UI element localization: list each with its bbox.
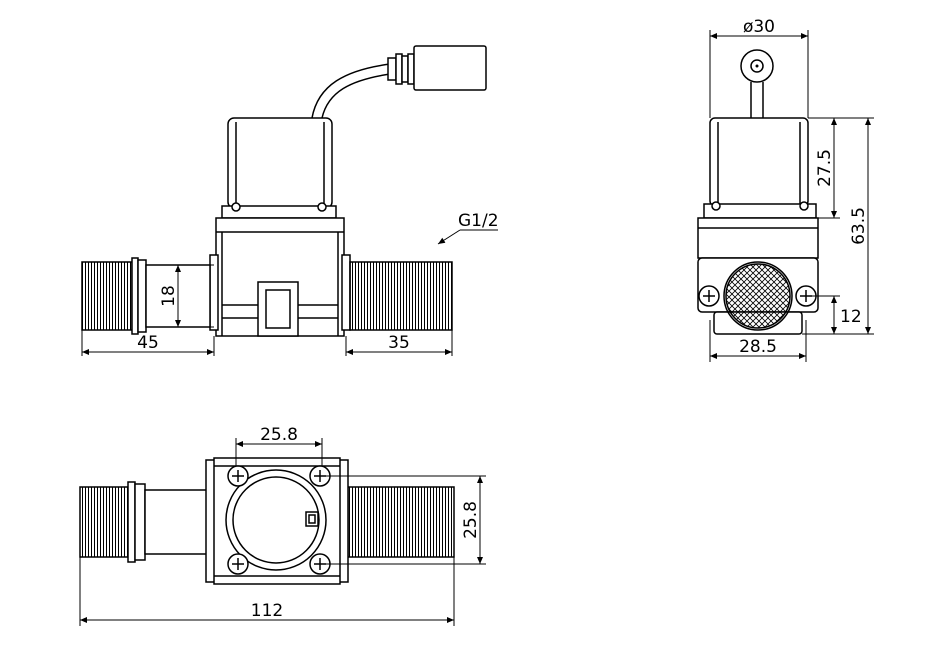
- dim-28-5-label: 28.5: [739, 337, 777, 357]
- dim-25-8-top: 25.8: [235, 425, 323, 466]
- dim-35: 35: [345, 330, 453, 356]
- top-view: 25.8 25.8 112: [79, 425, 486, 626]
- dim-28-5: 28.5: [709, 320, 807, 362]
- front-view: G1/2 18 45 35: [81, 45, 499, 356]
- side-screw-left: [698, 285, 720, 307]
- dim-dia30: ø30: [709, 17, 809, 118]
- dim-35-label: 35: [388, 333, 410, 353]
- coil: [221, 117, 337, 219]
- dim-45-label: 45: [137, 333, 159, 353]
- cable-end: [740, 49, 774, 118]
- dim-25-8-side: 25.8: [322, 475, 486, 565]
- dim-27-5: 27.5: [808, 117, 874, 219]
- dim-dia30-label: ø30: [743, 17, 775, 37]
- dim-18-label: 18: [159, 285, 179, 307]
- dim-27-5-label: 27.5: [815, 149, 835, 187]
- right-pipe: [349, 261, 453, 331]
- side-coil: [703, 117, 817, 219]
- dim-112: 112: [79, 557, 455, 626]
- dim-12-label: 12: [840, 307, 862, 327]
- top-screw-tl: [227, 465, 249, 487]
- top-screw-bl: [227, 553, 249, 575]
- top-right-pipe: [347, 486, 455, 558]
- thread-label: G1/2: [458, 211, 499, 231]
- dim-112-label: 112: [251, 601, 283, 621]
- valve-body: [209, 217, 351, 337]
- dim-63-5: 63.5: [802, 118, 874, 335]
- top-left-pipe: [79, 481, 209, 563]
- dim-25-8-top-label: 25.8: [260, 425, 298, 445]
- connector: [387, 45, 487, 91]
- dim-63-5-label: 63.5: [849, 207, 869, 245]
- dim-45: 45: [81, 330, 215, 356]
- dim-25-8-side-label: 25.8: [461, 501, 481, 539]
- thread-callout: G1/2: [437, 211, 499, 245]
- side-view: ø30 27.5 63.5 12 28.5: [697, 17, 874, 362]
- dim-12: 12: [806, 295, 862, 334]
- dim-18: 18: [159, 264, 214, 328]
- cable: [311, 63, 391, 119]
- side-body: [697, 217, 819, 335]
- top-screw-tr: [309, 465, 331, 487]
- left-pipe: [81, 257, 211, 335]
